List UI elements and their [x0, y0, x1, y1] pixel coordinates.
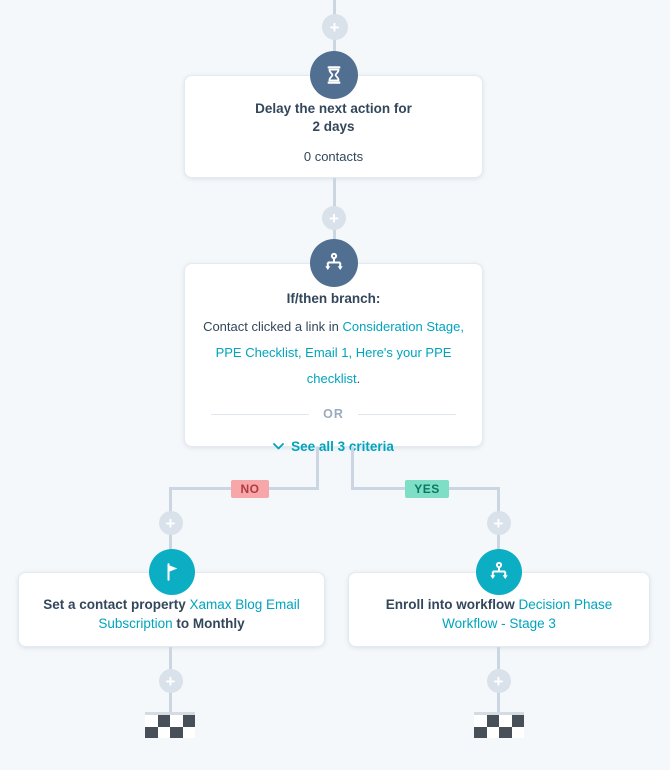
split-branch-icon [476, 549, 522, 595]
enrolled-contacts-count: 0 contacts [303, 149, 364, 164]
set-property-text: Set a contact property Xamax Blog Email … [43, 596, 300, 631]
if-then-branch-card[interactable]: If/then branch: Contact clicked a link i… [184, 263, 483, 454]
chevron-down-icon [273, 443, 284, 450]
divider-line [211, 413, 310, 415]
add-action-button[interactable]: + [486, 669, 511, 693]
enroll-text: Enroll into workflow Decision Phase Work… [385, 596, 613, 631]
workflow-link[interactable]: Decision Phase Workflow - Stage 3 [442, 596, 613, 631]
plus-icon: + [165, 513, 176, 533]
ifthen-title: If/then branch: [286, 291, 381, 306]
plus-icon: + [493, 671, 504, 691]
plus-icon: + [493, 513, 504, 533]
see-all-criteria-link[interactable]: See all 3 criteria [185, 439, 482, 454]
or-divider: OR [211, 406, 456, 422]
connector-line [350, 447, 354, 490]
add-action-button[interactable]: + [321, 14, 348, 40]
end-of-workflow-checkered-flag [474, 712, 524, 738]
flag-icon [148, 549, 195, 595]
plus-icon: + [329, 17, 340, 37]
no-branch-label: NO [231, 480, 269, 498]
plus-icon: + [329, 208, 339, 228]
add-action-button[interactable]: + [486, 511, 511, 535]
divider-line [357, 413, 456, 415]
add-action-button[interactable]: + [322, 206, 346, 230]
branch-condition-text: Contact clicked a link in Consideration … [203, 319, 464, 386]
end-of-workflow-checkered-flag [145, 712, 195, 738]
add-action-button[interactable]: + [158, 669, 183, 693]
yes-branch-label: YES [405, 480, 449, 498]
or-label: OR [323, 407, 344, 421]
connector-line [315, 447, 319, 490]
plus-icon: + [165, 671, 176, 691]
split-branch-icon [310, 239, 358, 287]
property-link[interactable]: Xamax Blog Email Subscription [98, 596, 300, 631]
criteria-link[interactable]: Consideration Stage, PPE Checklist, Emai… [215, 319, 464, 386]
add-action-button[interactable]: + [158, 511, 183, 535]
hourglass-icon [310, 51, 358, 99]
